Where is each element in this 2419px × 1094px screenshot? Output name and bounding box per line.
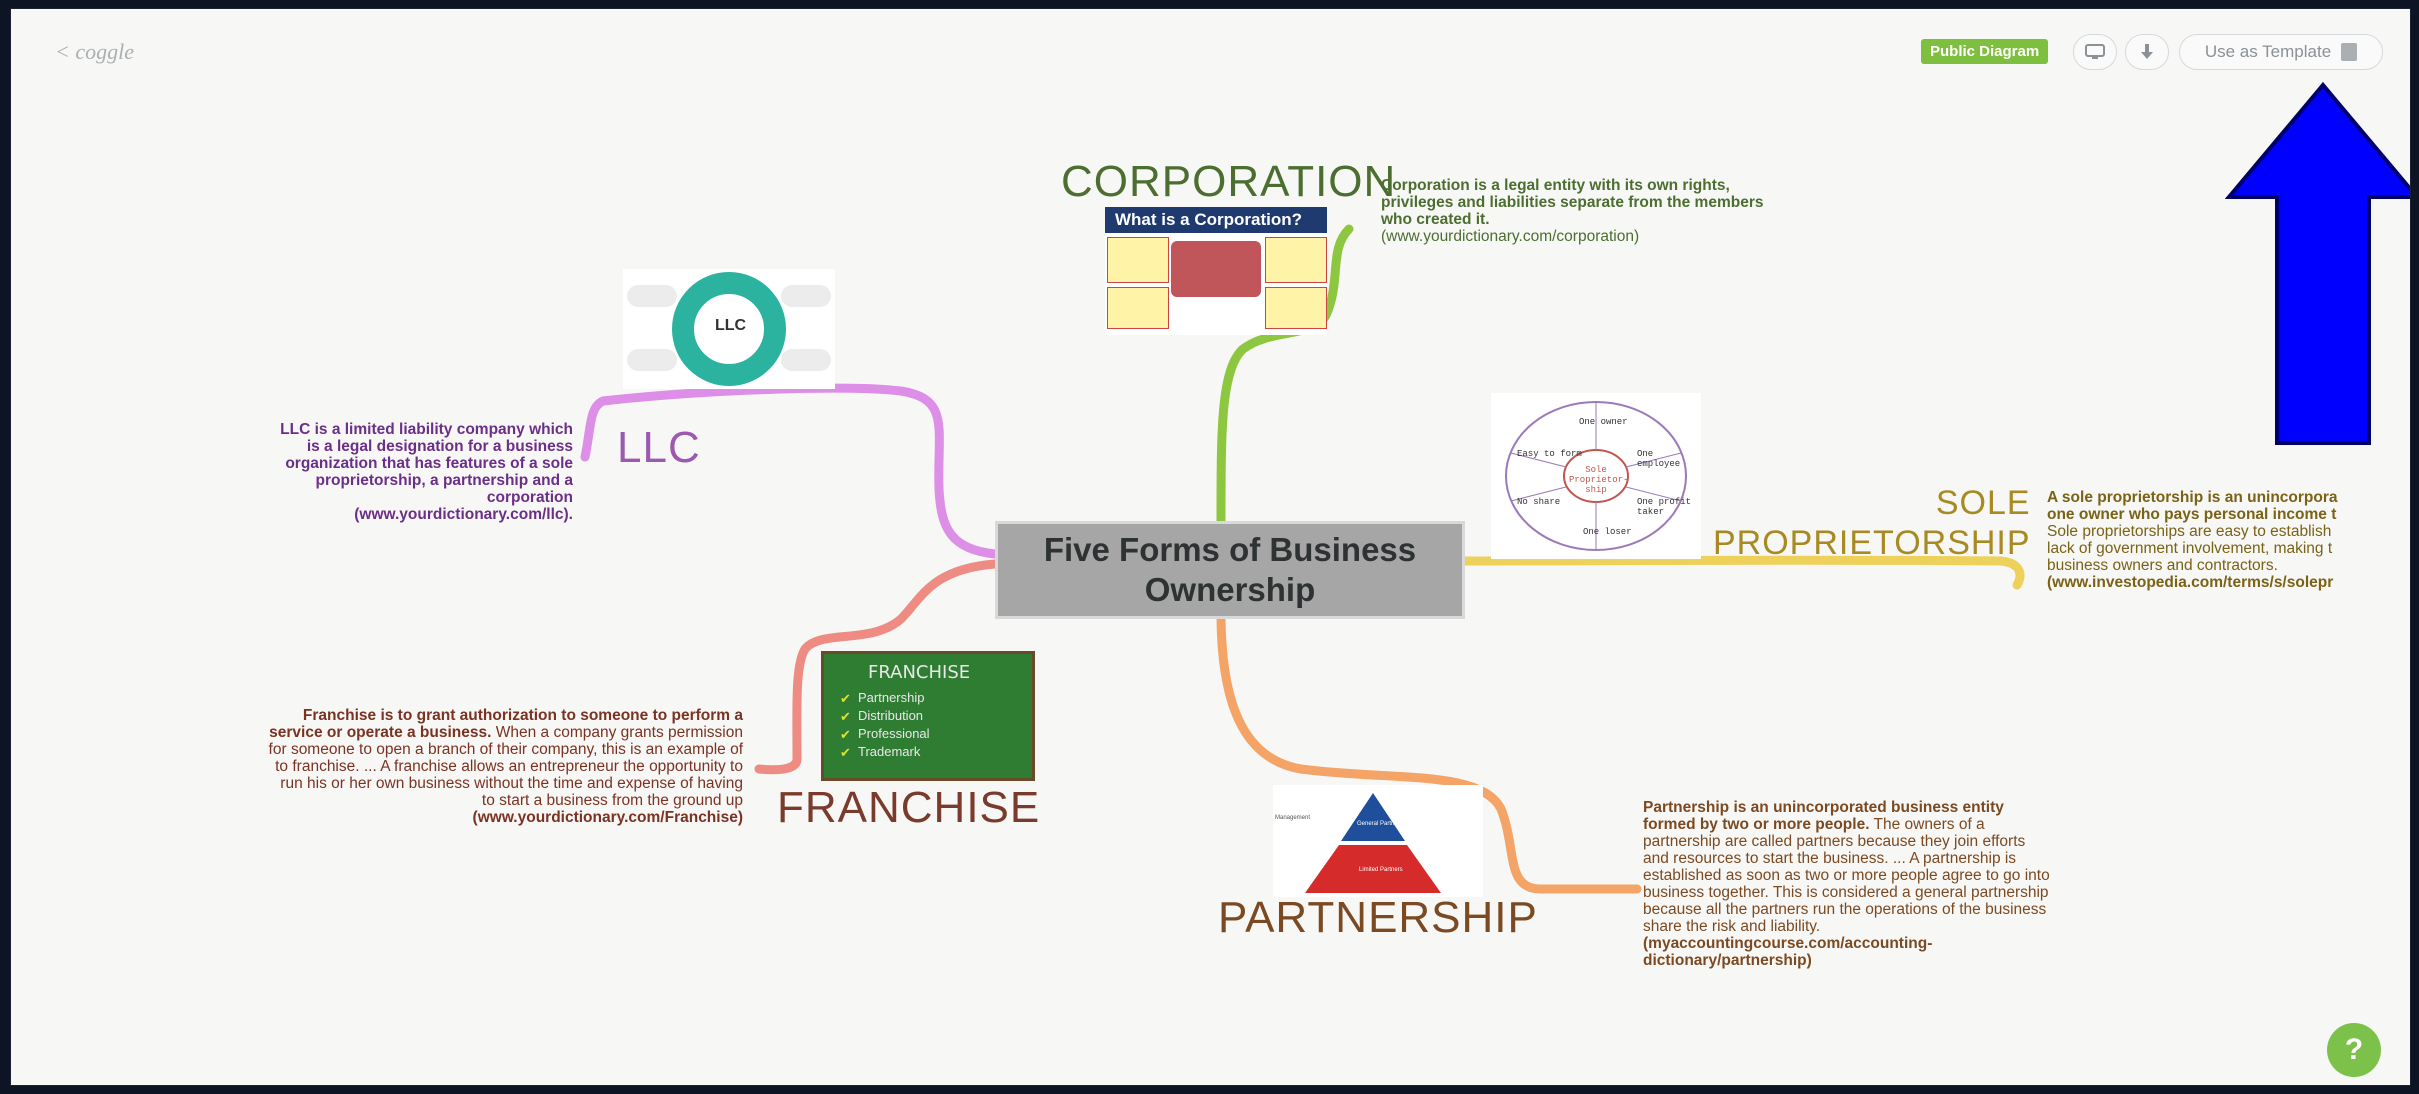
franchise-image: FRANCHISE Partnership Distribution Profe…: [821, 651, 1035, 781]
sole-desc-line: one owner who pays personal income t: [2047, 506, 2337, 523]
use-as-template-button[interactable]: Use as Template: [2179, 34, 2383, 70]
coggle-canvas[interactable]: < coggle Public Diagram Use as Template …: [10, 8, 2411, 1086]
partnership-desc-source: (myaccountingcourse.com/accounting-dicti…: [1643, 935, 1933, 969]
llc-diagram-graphic: [627, 272, 831, 386]
corporation-desc-source: (www.yourdictionary.com/corporation): [1381, 228, 1640, 245]
corporation-image-label: What is a Corporation?: [1115, 210, 1302, 229]
sole-wheel-segment: One loser: [1583, 527, 1632, 537]
sole-wheel-graphic: [1505, 401, 1687, 551]
franchise-description: Franchise is to grant authorization to s…: [265, 707, 743, 826]
use-as-template-label: Use as Template: [2204, 42, 2332, 61]
sole-wheel-center-label: Sole Proprietor-ship: [1569, 465, 1629, 495]
franchise-image-item: Professional: [858, 726, 930, 741]
llc-image: LLC: [623, 269, 835, 389]
partnership-pyramid-graphic: [1305, 793, 1441, 893]
sole-desc-line: A sole proprietorship is an unincorpora: [2047, 489, 2338, 506]
corporation-node[interactable]: CORPORATION: [1061, 157, 1397, 206]
central-node[interactable]: Five Forms of Business Ownership: [995, 521, 1465, 619]
franchise-desc-source: (www.yourdictionary.com/Franchise): [472, 809, 743, 826]
sole-wheel-segment: No share: [1517, 497, 1561, 507]
partnership-image-label: General Partners: [1357, 821, 1403, 827]
corporation-image: What is a Corporation?: [1105, 207, 1327, 335]
copy-icon: [2341, 43, 2358, 61]
sole-wheel-segment: Easy to form: [1517, 449, 1582, 459]
llc-node[interactable]: LLC: [617, 423, 701, 472]
franchise-image-heading: FRANCHISE: [868, 662, 971, 683]
partnership-desc-bold: Partnership is an unincorporated busines…: [1643, 799, 2004, 833]
public-diagram-badge: Public Diagram: [1921, 39, 2049, 64]
sole-wheel-segment: One employee: [1637, 449, 1681, 469]
partnership-image: Management General Partners Limited Part…: [1273, 785, 1483, 897]
check-icon: ✔✔✔✔: [840, 691, 851, 760]
sole-proprietorship-image: Sole Proprietor-ship One owner One emplo…: [1491, 393, 1701, 559]
sole-desc-line: lack of government involvement, making t: [2047, 540, 2333, 557]
franchise-desc-bold: Franchise is to grant authorization to s…: [269, 707, 743, 741]
present-button[interactable]: [2073, 34, 2117, 70]
central-node-line1: Five Forms of Business: [1043, 531, 1417, 568]
sole-desc-line: business owners and contractors.: [2047, 557, 2278, 574]
partnership-description: Partnership is an unincorporated busines…: [1643, 799, 2053, 969]
partnership-desc-rest: The owners of a partnership are called p…: [1643, 816, 2050, 935]
corporation-desc-bold: Corporation is a legal entity with its o…: [1381, 177, 1764, 228]
back-to-coggle-link[interactable]: < coggle: [55, 39, 134, 64]
franchise-node[interactable]: FRANCHISE: [777, 783, 1041, 832]
franchise-image-item: Distribution: [858, 708, 924, 723]
partnership-node[interactable]: PARTNERSHIP: [1218, 893, 1538, 942]
sole-proprietorship-node[interactable]: SOLE PROPRIETORSHIP: [1713, 483, 2031, 563]
llc-image-label: LLC: [715, 317, 747, 334]
blue-up-arrow: [2225, 81, 2410, 445]
sole-wheel-segment: One profit taker: [1637, 497, 1692, 517]
central-node-line2: Ownership: [1144, 571, 1316, 608]
llc-description: LLC is a limited liability company which…: [280, 421, 573, 523]
download-button[interactable]: [2125, 34, 2169, 70]
sole-proprietorship-description: A sole proprietorship is an unincorpora …: [2047, 489, 2410, 591]
franchise-desc-rest: When a company grants permission for som…: [268, 724, 743, 809]
franchise-image-item: Trademark: [858, 744, 921, 759]
franchise-image-item: Partnership: [858, 690, 925, 705]
sole-wheel-segment: One owner: [1579, 417, 1628, 427]
download-icon: [2141, 44, 2153, 59]
sole-desc-line: Sole proprietorships are easy to establi…: [2047, 523, 2332, 540]
sole-title-line1: SOLE: [1935, 484, 2031, 522]
corporation-description: Corporation is a legal entity with its o…: [1381, 177, 1781, 245]
help-button[interactable]: ?: [2327, 1023, 2381, 1077]
partnership-image-label: Management: [1275, 815, 1311, 821]
sole-desc-source: (www.investopedia.com/terms/s/solepr: [2047, 574, 2334, 591]
monitor-icon: [2085, 44, 2105, 59]
partnership-image-label: Limited Partners: [1359, 867, 1403, 873]
sole-title-line2: PROPRIETORSHIP: [1713, 524, 2031, 562]
